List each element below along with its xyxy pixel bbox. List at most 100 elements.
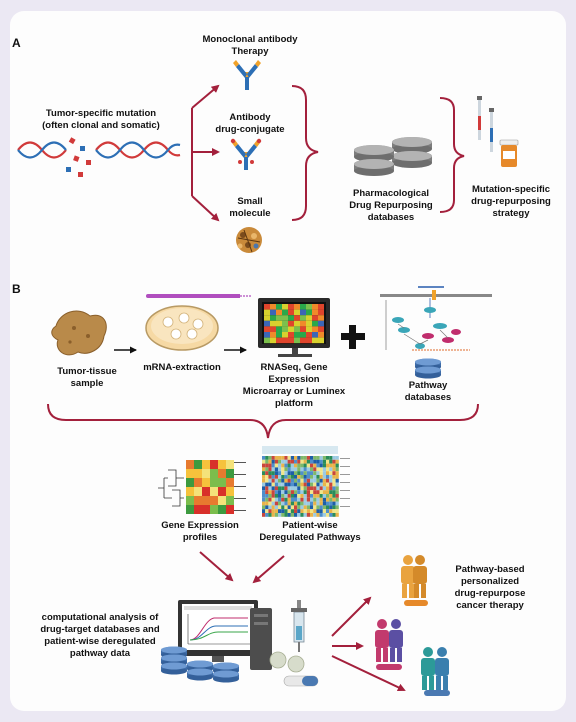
heat-cell <box>271 509 275 513</box>
heat-cell <box>329 490 333 494</box>
heat-cell <box>306 486 310 491</box>
heat-cell <box>332 475 336 479</box>
heat-cell <box>294 309 300 316</box>
heat-cell <box>326 494 330 498</box>
heat-cell <box>313 513 317 517</box>
heat-cell <box>264 309 270 316</box>
heat-cell <box>290 490 294 494</box>
heat-cell <box>297 478 301 483</box>
heat-cell <box>262 471 266 475</box>
drug-databases-label: Pharmacological Drug Repurposing databas… <box>349 188 433 223</box>
heat-cell <box>303 509 307 513</box>
heat-cell <box>300 505 304 510</box>
heat-cell <box>319 509 323 513</box>
heat-cell <box>306 463 310 468</box>
petri-dish-icon <box>145 305 219 351</box>
heat-cell <box>329 501 333 506</box>
heat-cell <box>313 463 317 468</box>
heat-cell <box>270 337 276 344</box>
heat-cell <box>318 309 324 316</box>
heat-cell <box>332 501 336 506</box>
heat-cell <box>218 460 226 469</box>
heat-cell <box>300 337 306 344</box>
heat-cell <box>268 482 272 487</box>
heat-cell <box>322 482 326 487</box>
patient-group-1-icon <box>401 555 428 606</box>
heat-cell <box>284 501 288 506</box>
heat-cell <box>326 501 330 506</box>
heat-cell <box>306 337 312 344</box>
heat-cell <box>265 463 269 468</box>
heat-cell <box>312 332 318 338</box>
heat-cell <box>284 482 288 487</box>
heat-cell <box>265 467 269 472</box>
heat-cell <box>297 494 301 498</box>
heat-cell <box>271 471 275 475</box>
heat-cell <box>294 486 298 491</box>
heat-cell <box>194 487 202 496</box>
heat-cell <box>316 501 320 506</box>
heat-cell <box>294 478 298 483</box>
dna-helix-icon <box>17 137 181 177</box>
gene-expression-heatmap <box>158 460 246 514</box>
figure-panel <box>10 11 566 711</box>
heat-cell <box>218 487 226 496</box>
heat-cell <box>316 497 320 502</box>
heat-cell <box>290 505 294 510</box>
monoclonal-antibody-icon <box>233 60 261 90</box>
heat-cell <box>313 486 317 491</box>
heat-cell <box>265 482 269 487</box>
heat-cell <box>313 497 317 502</box>
heat-cell <box>329 467 333 472</box>
heat-cell <box>335 459 339 464</box>
heat-cell <box>297 475 301 479</box>
heat-cell <box>264 320 270 327</box>
heat-cell <box>281 486 285 491</box>
heat-cell <box>284 494 288 498</box>
pathway-diagram-icon <box>380 286 492 351</box>
heat-cell <box>268 475 272 479</box>
heat-cell <box>318 337 324 344</box>
heat-cell <box>300 459 304 464</box>
heat-cell <box>310 478 314 483</box>
heat-cell <box>300 320 306 327</box>
heat-cell <box>281 490 285 494</box>
heat-cell <box>265 505 269 510</box>
heat-cell <box>322 478 326 483</box>
heat-cell <box>271 501 275 506</box>
heat-cell <box>294 337 300 344</box>
heat-cell <box>297 509 301 513</box>
heat-cell <box>316 482 320 487</box>
heat-cell <box>290 497 294 502</box>
heat-cell <box>313 482 317 487</box>
heat-cell <box>287 501 291 506</box>
heat-cell <box>271 463 275 468</box>
heat-cell <box>284 475 288 479</box>
heat-cell <box>332 486 336 491</box>
heat-cell <box>300 478 304 483</box>
heat-cell <box>329 486 333 491</box>
heat-cell <box>268 467 272 472</box>
heat-cell <box>326 478 330 483</box>
heat-cell <box>210 460 218 469</box>
heat-cell <box>316 456 320 460</box>
heat-cell <box>316 467 320 472</box>
heat-cell <box>226 505 234 514</box>
heat-cell <box>218 478 226 487</box>
heat-cell <box>326 456 330 460</box>
pathway-database-icon <box>415 358 441 379</box>
heat-cell <box>274 505 278 510</box>
heat-cell <box>262 459 266 464</box>
heat-cell <box>318 320 324 327</box>
heat-cell <box>297 505 301 510</box>
heat-cell <box>303 463 307 468</box>
heat-cell <box>332 497 336 502</box>
heat-cell <box>278 471 282 475</box>
heat-cell <box>202 505 210 514</box>
heat-cell <box>265 471 269 475</box>
mrna-strip-icon <box>146 294 252 298</box>
heat-cell <box>332 509 336 513</box>
heat-cell <box>226 496 234 505</box>
heat-cell <box>271 497 275 502</box>
heat-cell <box>282 337 288 344</box>
